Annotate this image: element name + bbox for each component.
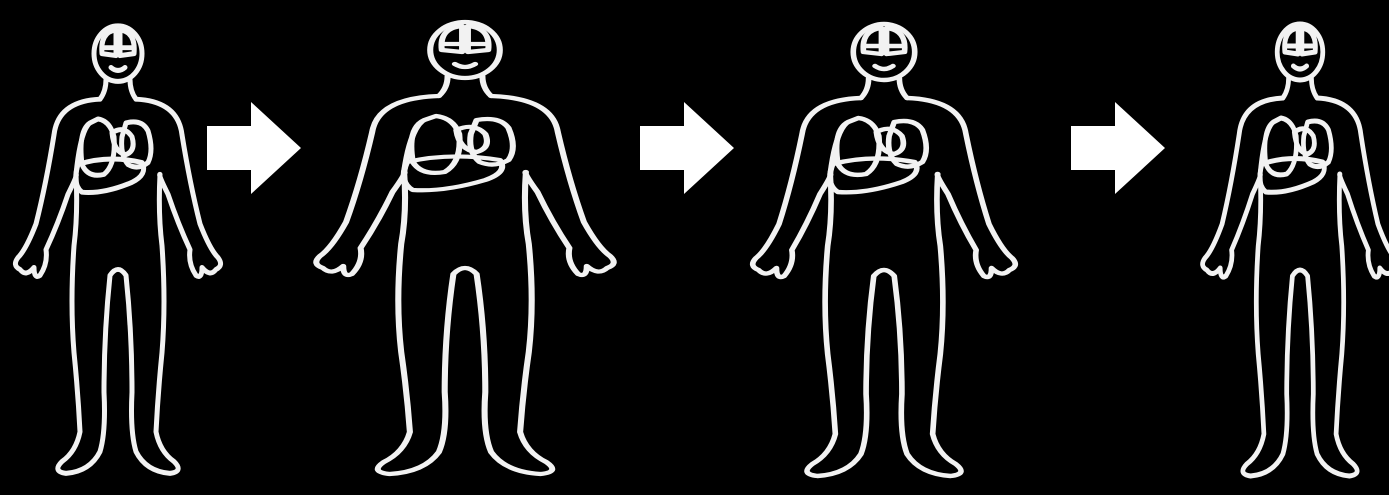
arrow-right-icon xyxy=(1071,102,1165,194)
arrow-right-icon xyxy=(207,102,301,194)
human-body-outline-icon xyxy=(316,22,613,474)
human-body-outline-icon xyxy=(1203,24,1389,476)
human-body-outline-icon xyxy=(753,24,1016,476)
arrow-right-icon xyxy=(640,102,734,194)
human-body-outline-icon xyxy=(15,26,220,473)
